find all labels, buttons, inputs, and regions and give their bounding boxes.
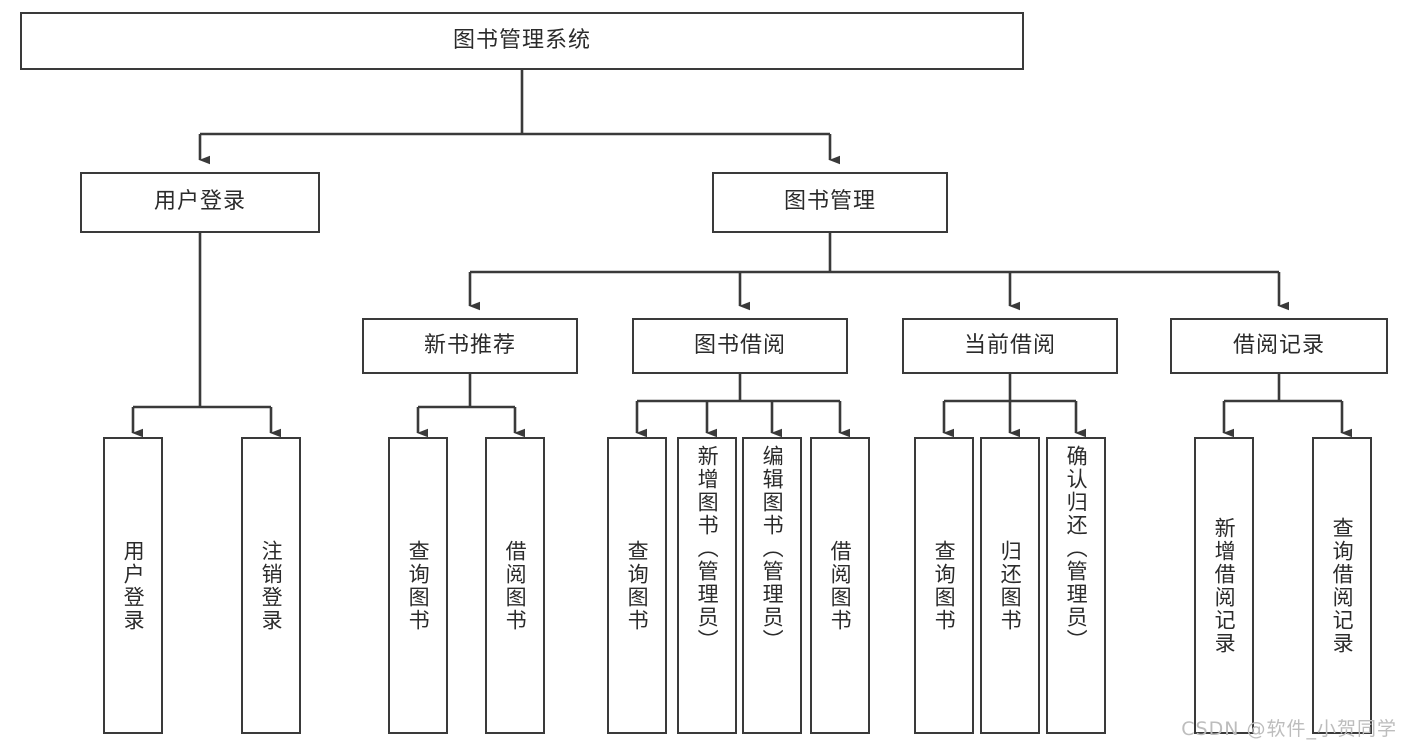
node-borrow-record[interactable]: 借阅记录: [1170, 318, 1388, 374]
leaf-query-book-borrow[interactable]: 查询图书: [607, 437, 667, 734]
edge-borrow-record-to-leaves: [1222, 374, 1352, 438]
leaf-add-borrow-record[interactable]: 新增借阅记录: [1194, 437, 1254, 734]
watermark: CSDN @软件_小贺同学: [1181, 718, 1397, 740]
leaf-borrow-book-recommend[interactable]: 借阅图书: [485, 437, 545, 734]
node-current-borrow[interactable]: 当前借阅: [902, 318, 1118, 374]
leaf-add-book[interactable]: 新增图书（管理员）: [677, 437, 737, 734]
node-book-manage[interactable]: 图书管理: [712, 172, 948, 233]
leaf-user-login[interactable]: 用户登录: [103, 437, 163, 734]
node-book-borrow[interactable]: 图书借阅: [632, 318, 848, 374]
leaf-query-borrow-record[interactable]: 查询借阅记录: [1312, 437, 1372, 734]
edge-book-manage-to-level3: [468, 233, 1289, 311]
edge-root-to-level2: [198, 70, 840, 165]
leaf-confirm-return[interactable]: 确认归还（管理员）: [1046, 437, 1106, 734]
leaf-logout[interactable]: 注销登录: [241, 437, 301, 734]
leaf-query-book-recommend[interactable]: 查询图书: [388, 437, 448, 734]
leaf-return-book[interactable]: 归还图书: [980, 437, 1040, 734]
leaf-query-book-current[interactable]: 查询图书: [914, 437, 974, 734]
node-new-book-recommend[interactable]: 新书推荐: [362, 318, 578, 374]
node-user-login[interactable]: 用户登录: [80, 172, 320, 233]
leaf-borrow-book-borrow[interactable]: 借阅图书: [810, 437, 870, 734]
edge-book-borrow-to-leaves: [635, 374, 850, 438]
leaf-edit-book[interactable]: 编辑图书（管理员）: [742, 437, 802, 734]
edge-current-borrow-to-leaves: [942, 374, 1086, 438]
edge-new-book-recommend-to-leaves: [416, 374, 525, 438]
edge-user-login-to-leaves: [131, 233, 281, 438]
node-root[interactable]: 图书管理系统: [20, 12, 1024, 70]
